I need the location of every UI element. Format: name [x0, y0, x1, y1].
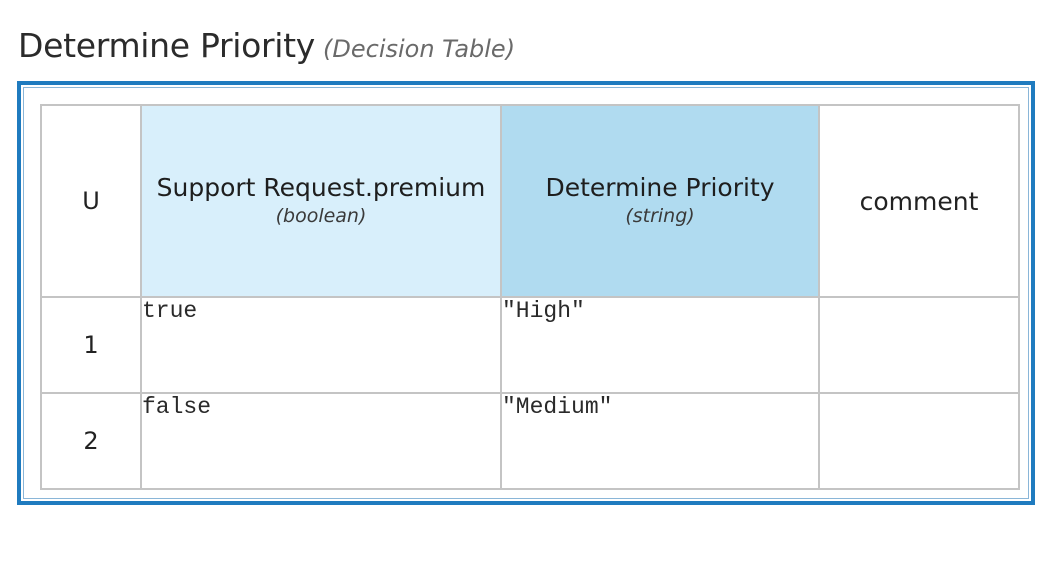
input-column-header[interactable]: Support Request.premium (boolean) [140, 104, 502, 298]
annotation-entry-cell[interactable] [818, 296, 1020, 394]
input-expression-label: Support Request.premium [156, 173, 486, 202]
decision-table-editor[interactable]: U Support Request.premium (boolean) Dete… [17, 81, 1035, 505]
decision-table: U Support Request.premium (boolean) Dete… [40, 104, 1020, 490]
row-number[interactable]: 1 [40, 296, 142, 394]
annotation-column-header[interactable]: comment [818, 104, 1020, 298]
output-entry-cell[interactable]: "High" [500, 296, 820, 394]
decision-kind-label: (Decision Table) [323, 35, 516, 63]
output-column-header[interactable]: Determine Priority (string) [500, 104, 820, 298]
decision-name[interactable]: Determine Priority [18, 26, 316, 65]
input-entry-cell[interactable]: false [140, 392, 502, 490]
hit-policy-cell[interactable]: U [40, 104, 142, 298]
output-entry-cell[interactable]: "Medium" [500, 392, 820, 490]
annotation-entry-cell[interactable] [818, 392, 1020, 490]
output-type-label: (string) [625, 205, 695, 227]
table-row: 1 true "High" [40, 296, 1020, 394]
row-number[interactable]: 2 [40, 392, 142, 490]
input-entry-cell[interactable]: true [140, 296, 502, 394]
header-row: U Support Request.premium (boolean) Dete… [40, 104, 1020, 298]
input-type-label: (boolean) [275, 205, 367, 227]
decision-title: Determine Priority (Decision Table) [18, 26, 515, 70]
output-name-label: Determine Priority [545, 173, 775, 202]
table-row: 2 false "Medium" [40, 392, 1020, 490]
